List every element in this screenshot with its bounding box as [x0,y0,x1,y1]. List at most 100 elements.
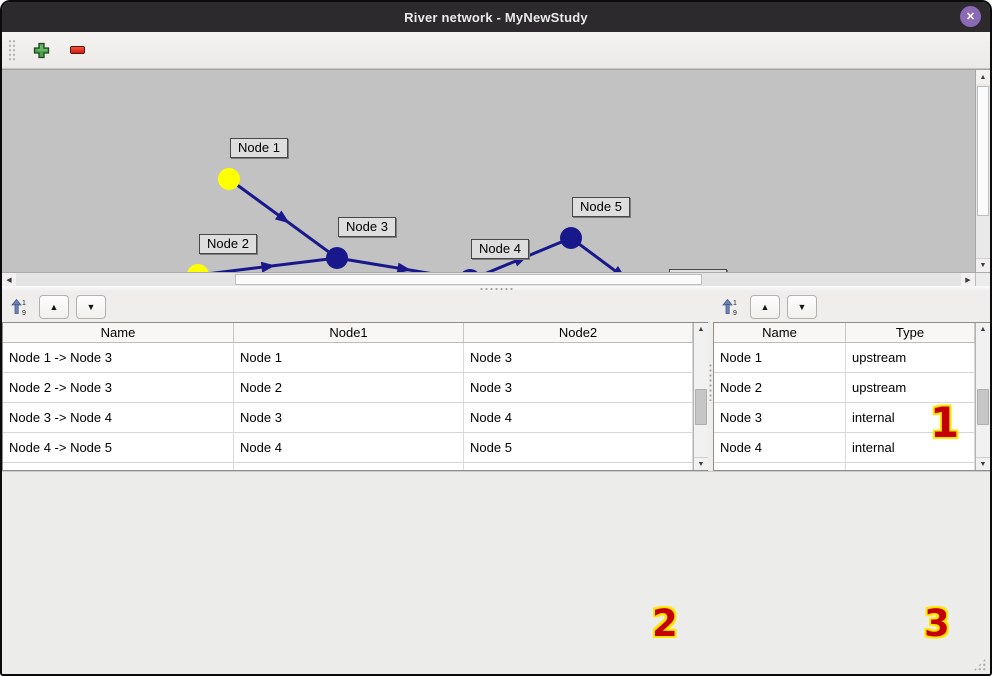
node-label: Node 1 [230,138,288,158]
move-up-button[interactable]: ▲ [39,295,69,319]
node-label: Node 7 [669,269,727,272]
table-scroll-thumb[interactable] [695,389,707,425]
move-down-icon: ▼ [86,302,96,312]
table-scroll-thumb[interactable] [977,389,989,425]
splitter-handle-dots [479,287,513,291]
table-cell: Node 4 -> Node 5 [3,433,234,462]
table-cell: Node 1 [714,343,846,372]
table-cell: Node 2 [714,373,846,402]
scroll-right-icon[interactable]: ▶ [961,273,975,286]
scroll-up-icon[interactable]: ▲ [976,323,990,336]
splitter-handle-dots [708,362,713,401]
edge [570,236,620,272]
table-cell: Node 4 [714,433,846,462]
svg-text:1: 1 [22,300,26,307]
edge-arrowhead [613,266,622,272]
scrollbar-corner [975,273,990,286]
move-down-button[interactable]: ▼ [76,295,106,319]
canvas-vertical-scrollbar[interactable]: ▲ ▼ [975,70,990,272]
column-header-node2[interactable]: Node2 [464,323,693,342]
node-node-2[interactable] [187,264,209,272]
column-header-name[interactable]: Name [3,323,234,342]
horizontal-splitter[interactable] [2,286,990,292]
nodes-table-scrollbar[interactable]: ▲ ▼ [975,323,990,470]
reaches-table-scrollbar[interactable]: ▲ ▼ [693,323,708,470]
table-cell: upstream [846,373,975,402]
nodes-toolbar: 1 9 ▲ ▼ [713,292,990,322]
table-empty-space [714,463,975,470]
node-node-3[interactable] [326,247,348,269]
node-node-1[interactable] [218,168,240,190]
add-button[interactable] [30,39,52,61]
edge-arrowhead [274,210,290,224]
status-bar [2,471,990,674]
table-cell: Node 1 -> Node 3 [3,343,234,372]
table-cell: Node 1 [234,343,464,372]
sort-icon: 1 9 [722,298,737,316]
table-cell: Node 3 [234,403,464,432]
vertical-scroll-thumb[interactable] [977,86,989,216]
svg-text:9: 9 [22,310,26,316]
table-cell: Node 5 [464,433,693,462]
scroll-down-icon[interactable]: ▼ [694,457,708,470]
column-header-type[interactable]: Type [846,323,975,342]
node-label: Node 3 [338,217,396,237]
vertical-splitter[interactable] [708,292,713,471]
sort-button[interactable]: 1 9 [717,295,743,319]
add-plus-icon [33,42,49,58]
sort-button[interactable]: 1 9 [6,295,32,319]
table-cell: upstream [846,343,975,372]
canvas-horizontal-scrollbar[interactable]: ◀ ▶ [2,273,975,286]
scroll-down-icon[interactable]: ▼ [976,258,990,272]
table-cell: Node 2 -> Node 3 [3,373,234,402]
remove-button[interactable] [66,39,88,61]
node-node-4[interactable] [459,269,481,272]
node-label: Node 5 [572,197,630,217]
scroll-left-icon[interactable]: ◀ [2,273,16,286]
table-cell: Node 4 [464,403,693,432]
resize-grip[interactable] [973,658,986,671]
table-cell: internal [846,433,975,462]
horizontal-scroll-thumb[interactable] [235,274,702,285]
close-button[interactable]: ✕ [960,6,981,27]
column-header-node1[interactable]: Node1 [234,323,464,342]
table-cell: Node 4 [234,433,464,462]
scroll-up-icon[interactable]: ▲ [976,70,990,84]
reaches-toolbar: 1 9 ▲ ▼ [2,292,708,322]
column-header-name[interactable]: Name [714,323,846,342]
move-up-icon: ▲ [760,302,770,312]
table-cell: Node 2 [234,373,464,402]
node-node-5[interactable] [560,227,582,249]
svg-text:1: 1 [733,300,737,307]
table-cell: internal [846,403,975,432]
scroll-down-icon[interactable]: ▼ [976,457,990,470]
move-down-button[interactable]: ▼ [787,295,817,319]
table-cell: Node 3 -> Node 4 [3,403,234,432]
network-canvas-svg [187,168,622,272]
move-up-button[interactable]: ▲ [750,295,780,319]
toolbar-grip[interactable] [8,38,16,62]
scroll-up-icon[interactable]: ▲ [694,323,708,336]
window-title: River network - MyNewStudy [404,9,588,25]
edge-arrowhead [396,262,412,272]
move-up-icon: ▲ [49,302,59,312]
sort-icon: 1 9 [11,298,26,316]
